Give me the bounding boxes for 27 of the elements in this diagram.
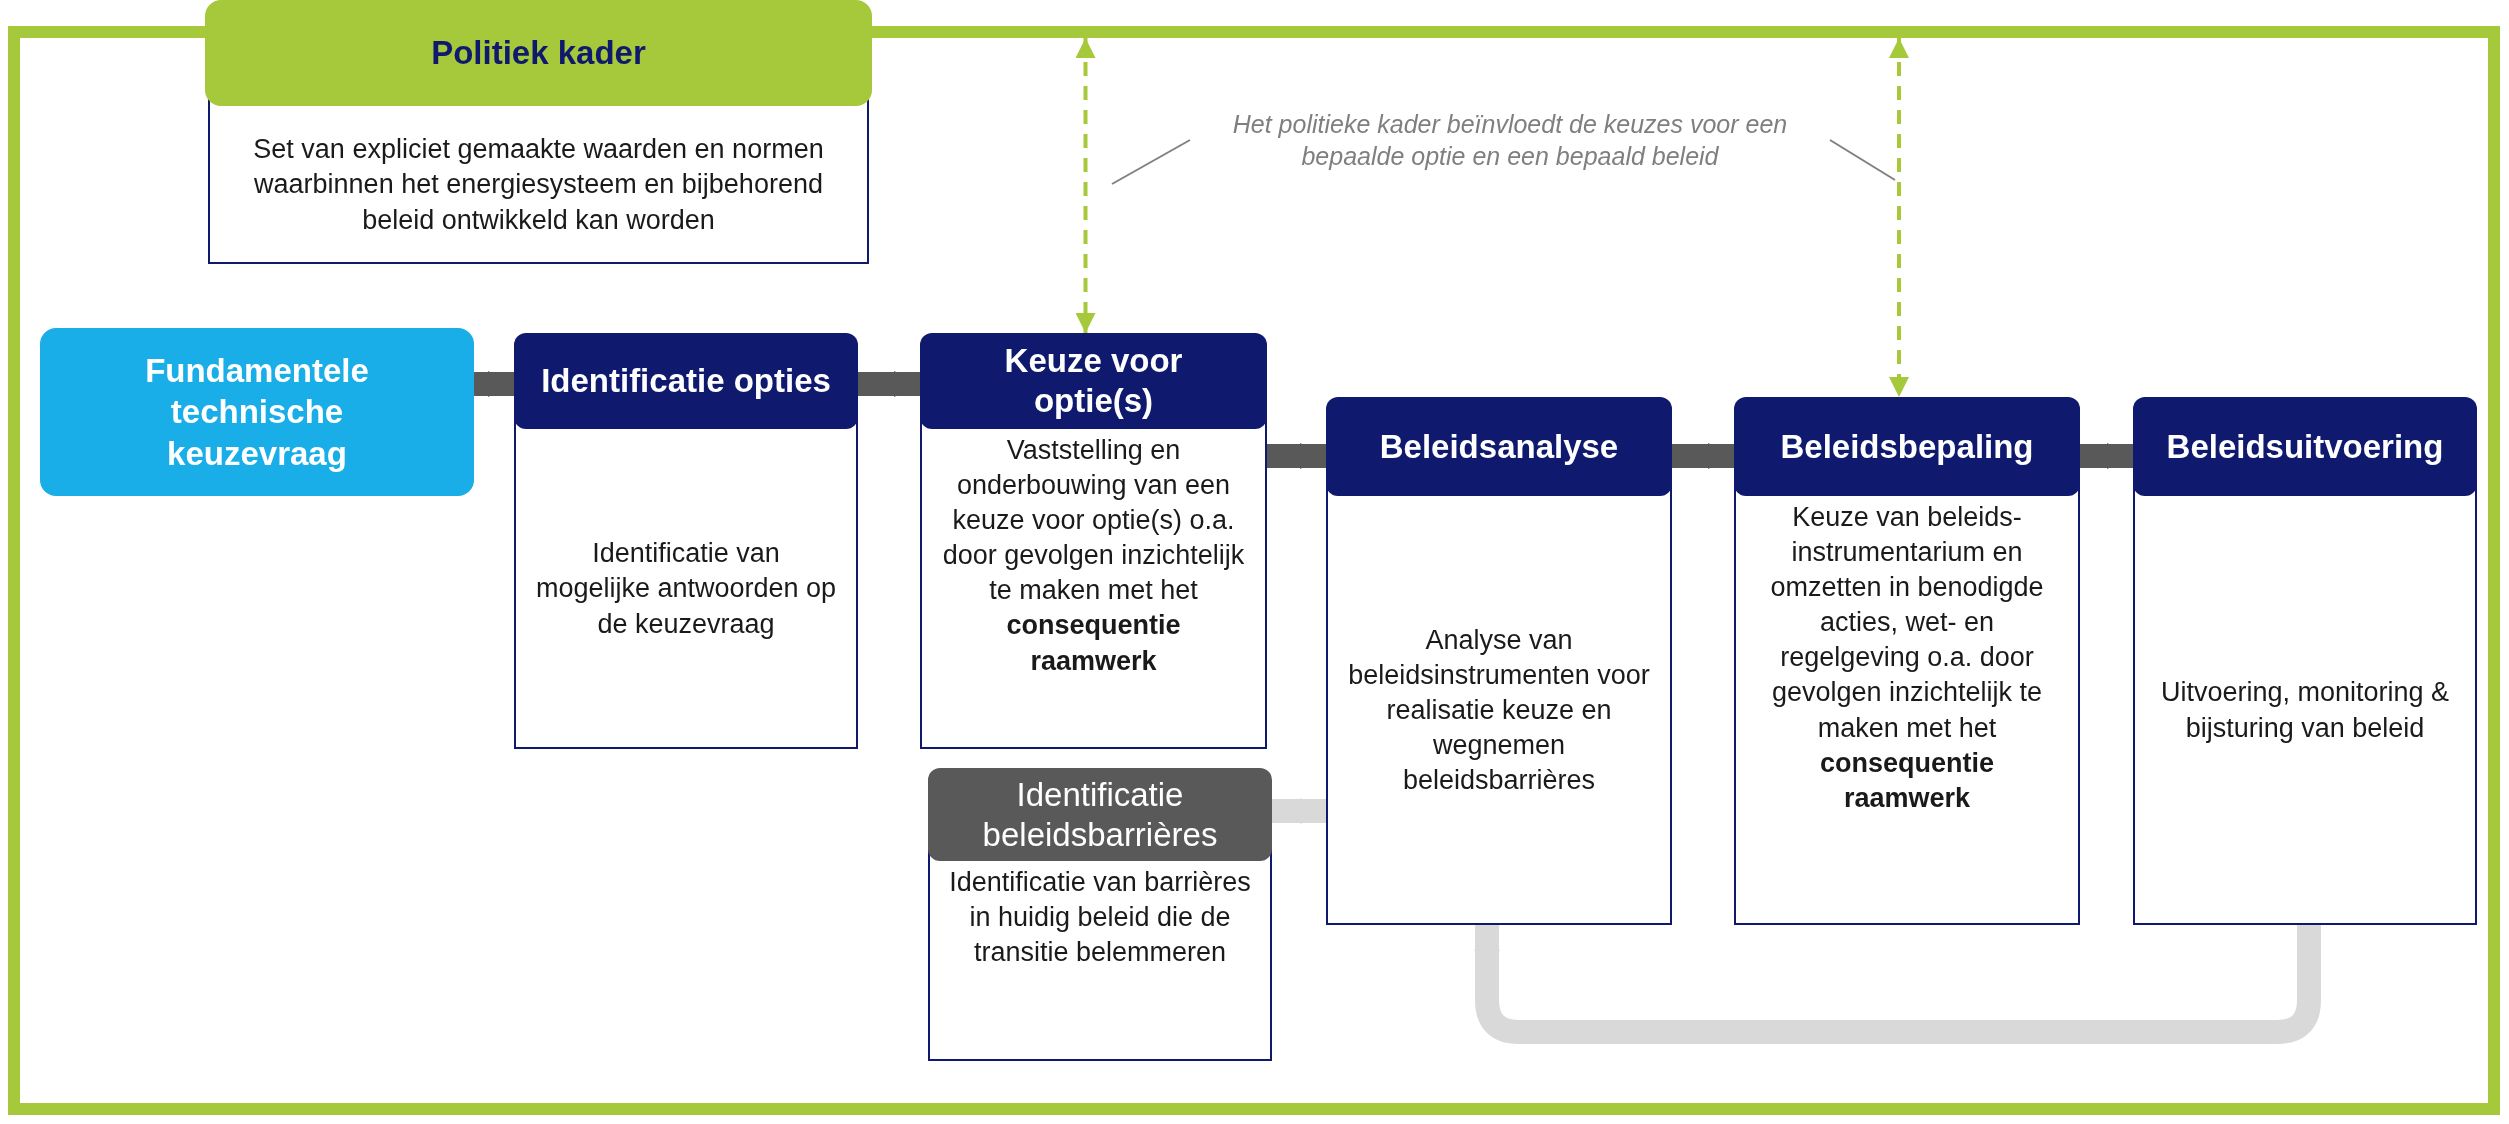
- description-text: Analyse van beleidsinstrumenten voor realisatie keuze en wegnemen beleidsbarrières: [1347, 623, 1651, 798]
- step-title: Identificatie beleidsbarrières: [928, 768, 1272, 861]
- arrow: [2080, 443, 2133, 469]
- arrow: [1889, 38, 1909, 397]
- annotation-text: Het politieke kader beïnvloedt de keuzes voor een bepaalde optie en een bepaald beleid: [1190, 100, 1830, 180]
- step-title: Beleidsanalyse: [1326, 397, 1672, 496]
- description-text: Identificatie van barrières in huidig beleid die de transitie belemmeren: [948, 866, 1252, 970]
- step-title: Beleidsbepaling: [1734, 397, 2080, 496]
- description-text: Vaststelling en onderbouwing van een keuze voor optie(s) o.a. door gevolgen inzichtelijk te maken met het consequentie raamwerk: [941, 434, 1246, 678]
- description-text: Uitvoering, monitoring & bijsturing van beleid: [2159, 676, 2451, 745]
- description-text: Identificatie van mogelijke antwoorden op de keuzevraag: [534, 537, 838, 641]
- leader-line: [1829, 139, 1896, 181]
- arrow: [1267, 443, 1326, 469]
- leader-line: [1111, 139, 1191, 185]
- arrow: [1474, 925, 2321, 1044]
- step-title: Identificatie opties: [514, 333, 858, 429]
- step-title: Politiek kader: [205, 0, 872, 106]
- description-text: Set van expliciet gemaakte waarden en normen waarbinnen het energiesysteem en bijbehorend beleid ontwikkeld kan worden: [252, 133, 825, 237]
- arrow: [1672, 443, 1734, 469]
- description-text: Keuze van beleids- instrumentarium en omzetten in benodigde acties, wet- en regelgeving o.a. door gevolgen inzichtelijk te maken met het consequentie raamwerk: [1769, 501, 2045, 815]
- step-title: Keuze voor optie(s): [920, 333, 1267, 429]
- arrow: [1272, 798, 1326, 824]
- arrow: [858, 371, 920, 397]
- arrow: [474, 371, 514, 397]
- arrow: [1075, 38, 1096, 333]
- start-box: Fundamentele technische keuzevraag: [40, 328, 474, 496]
- step-title: Beleidsuitvoering: [2133, 397, 2477, 496]
